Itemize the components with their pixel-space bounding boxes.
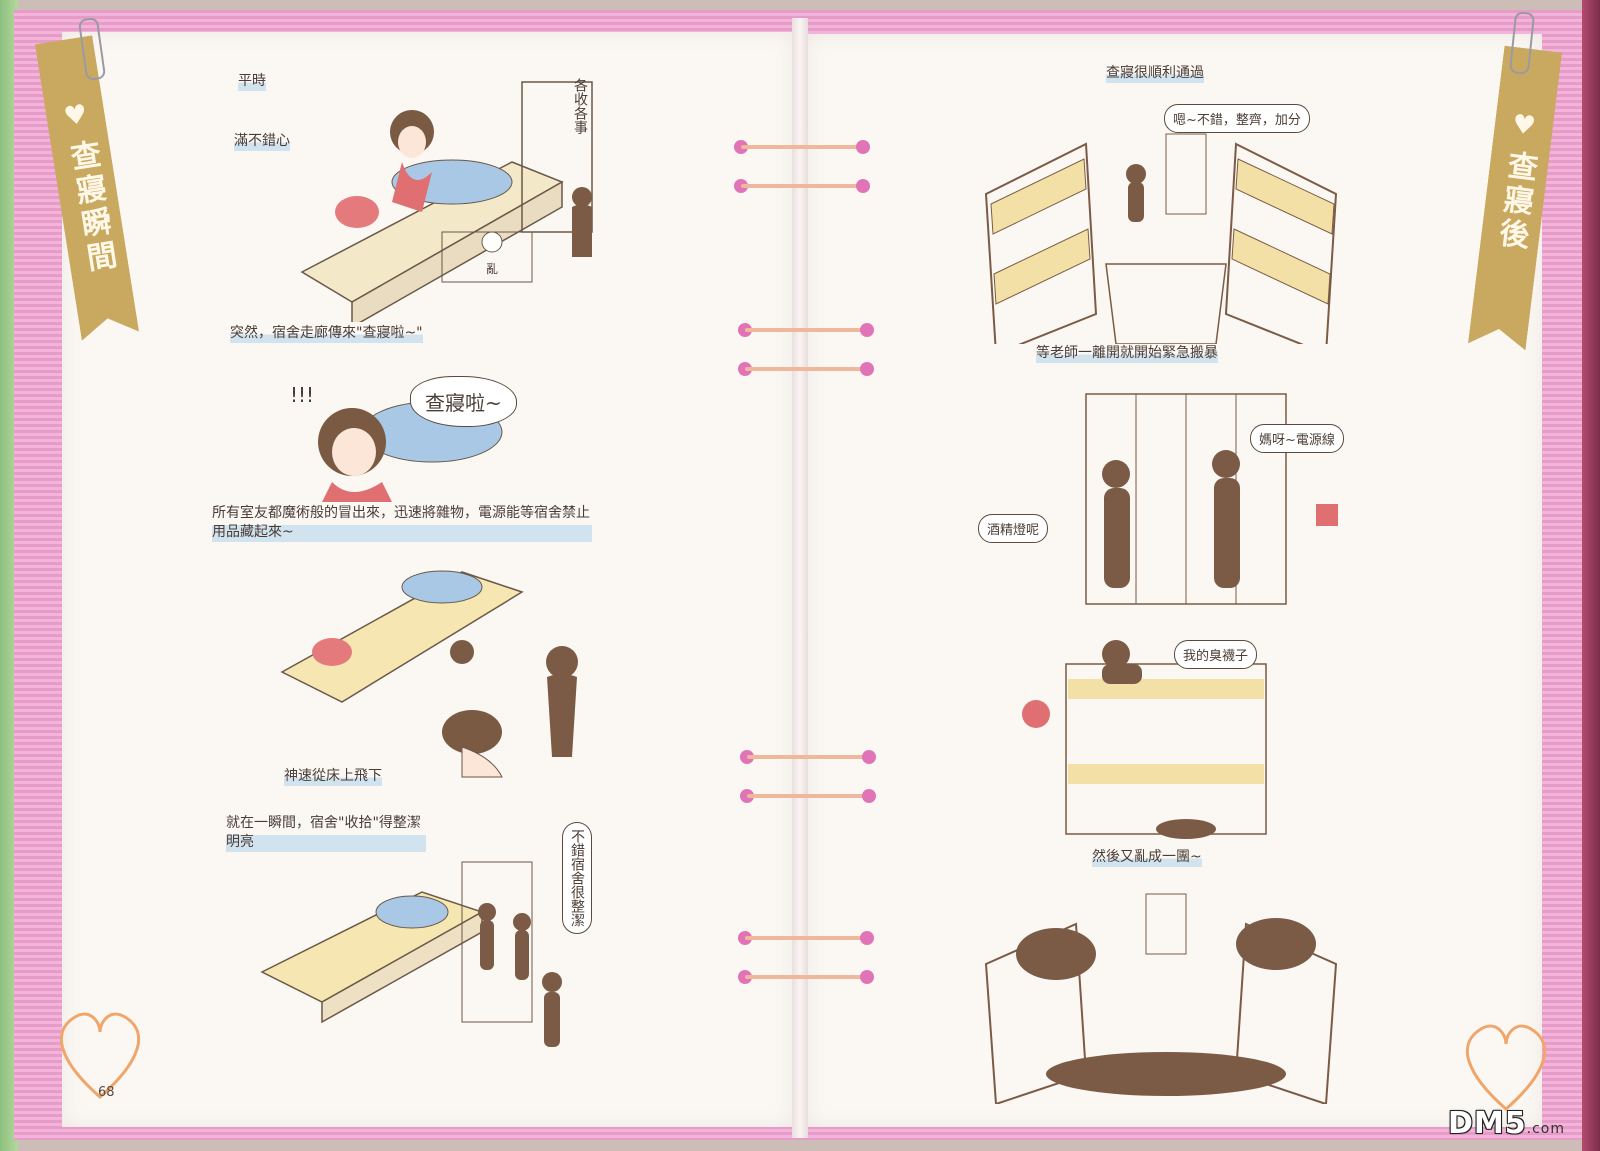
speech-inspection: 查寢啦~ bbox=[410, 376, 517, 427]
caption-passed: 查寢很順利通過 bbox=[1106, 64, 1204, 83]
binding-ring bbox=[740, 750, 876, 764]
binding-ring bbox=[740, 789, 876, 803]
speech-power-cord: 媽呀~電源線 bbox=[1250, 424, 1344, 453]
watermark-domain: .com bbox=[1526, 1121, 1565, 1137]
caption-jump-down: 神速從床上飛下 bbox=[284, 767, 382, 786]
binding-ring bbox=[734, 140, 870, 154]
caption-instant-tidy: 就在一瞬間，宿舍"收拾"得整潔明亮 bbox=[226, 814, 426, 852]
binding-ring bbox=[738, 931, 874, 945]
panel-hiding bbox=[280, 570, 578, 778]
panel-chaos bbox=[984, 893, 1338, 1104]
heart-decoration-left bbox=[59, 1012, 141, 1099]
binding-ring bbox=[738, 362, 874, 376]
caption-carefree: 滿不錯心 bbox=[234, 132, 290, 151]
panel-tidy bbox=[260, 861, 562, 1047]
heart-decoration-right bbox=[1465, 1024, 1547, 1111]
caption-roommates: 所有室友都魔術般的冒出來，迅速將雜物，電源能等宿舍禁止用品藏起來~ bbox=[212, 504, 592, 542]
panel-shock: !!! bbox=[290, 383, 503, 502]
watermark-brand: DM5 bbox=[1448, 1106, 1527, 1141]
caption-usually: 平時 bbox=[238, 72, 266, 91]
panel-bunk-socks bbox=[1022, 640, 1267, 839]
book-cover-edge-left bbox=[0, 0, 18, 1151]
caption-teacher-leaves: 等老師一離開就開始緊急搬暴 bbox=[1036, 344, 1218, 363]
ribbon-title-right: 查寢後 bbox=[1491, 148, 1539, 254]
speech-alcohol-lamp: 酒精燈呢 bbox=[978, 514, 1049, 543]
book-cover-edge-right bbox=[1582, 0, 1600, 1151]
speech-praise-vertical: 不錯宿舍很整潔 bbox=[562, 822, 592, 934]
left-page: 平時 滿不錯心 各收各事 亂 突然，宿舍走廊傳來"查寢啦~" !!! 查寢啦~ … bbox=[59, 32, 794, 1127]
binding-ring bbox=[738, 323, 874, 337]
heart-icon: ♥ bbox=[1510, 109, 1538, 142]
note-each-busy: 各收各事 bbox=[572, 78, 588, 134]
panel-wardrobe bbox=[1085, 393, 1338, 605]
right-page: 查寢很順利通過 嗯~不錯，整齊，加分 等老師一離開就開始緊急搬暴 媽呀~電源線 … bbox=[806, 34, 1547, 1127]
svg-text:!!!: !!! bbox=[290, 383, 314, 407]
speech-good-tidy: 嗯~不錯，整齊，加分 bbox=[1164, 104, 1310, 133]
caption-suddenly: 突然，宿舍走廊傳來"查寢啦~" bbox=[230, 324, 423, 343]
binding-ring bbox=[734, 179, 870, 193]
panel-messy-dorm bbox=[300, 81, 593, 322]
panel-room-overview bbox=[984, 133, 1338, 344]
speech-my-socks: 我的臭襪子 bbox=[1174, 640, 1258, 669]
site-watermark: DM5.com bbox=[1448, 1106, 1565, 1141]
binding-ring bbox=[738, 970, 874, 984]
book-gutter bbox=[792, 18, 808, 1138]
caption-messy-again: 然後又亂成一團~ bbox=[1092, 848, 1202, 867]
note-mess: 亂 bbox=[486, 262, 499, 276]
heart-icon: ♥ bbox=[61, 99, 90, 133]
page-number: 68 bbox=[98, 1085, 115, 1100]
